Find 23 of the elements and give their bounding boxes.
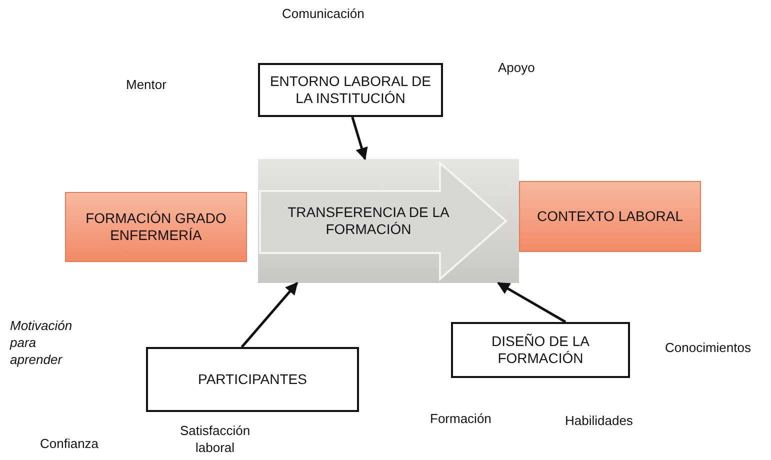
factor-label: Mentor	[126, 77, 168, 94]
concept-box	[258, 63, 443, 117]
node-label: ENTORNO LABORAL DE LA INSTITUCIÓN	[268, 72, 432, 108]
node-label: DISEÑO DE LA FORMACIÓN	[490, 332, 591, 368]
factor-label: Conocimientos	[665, 340, 752, 357]
factor-label: Confianza	[40, 436, 100, 453]
node-label: TRANSFERENCIA DE LA FORMACIÓN	[286, 204, 450, 238]
concept-box	[65, 192, 247, 262]
node-label: CONTEXTO LABORAL	[536, 208, 684, 226]
node-label: PARTICIPANTES	[197, 370, 308, 388]
factor-label: Motivación para aprender	[10, 318, 74, 369]
factor-label: Habilidades	[565, 413, 634, 430]
factor-label: Apoyo	[498, 60, 536, 77]
arrow	[240, 282, 298, 348]
factor-label: Satisfacción laboral	[178, 423, 252, 457]
concept-box	[451, 322, 630, 378]
factor-label: Comunicación	[282, 6, 366, 23]
factor-label: Formación	[430, 411, 492, 428]
concept-box	[146, 347, 359, 412]
arrow	[351, 116, 368, 160]
concept-box	[519, 181, 701, 252]
node-label: FORMACIÓN GRADO ENFERMERÍA	[84, 210, 228, 244]
arrow	[497, 282, 566, 324]
